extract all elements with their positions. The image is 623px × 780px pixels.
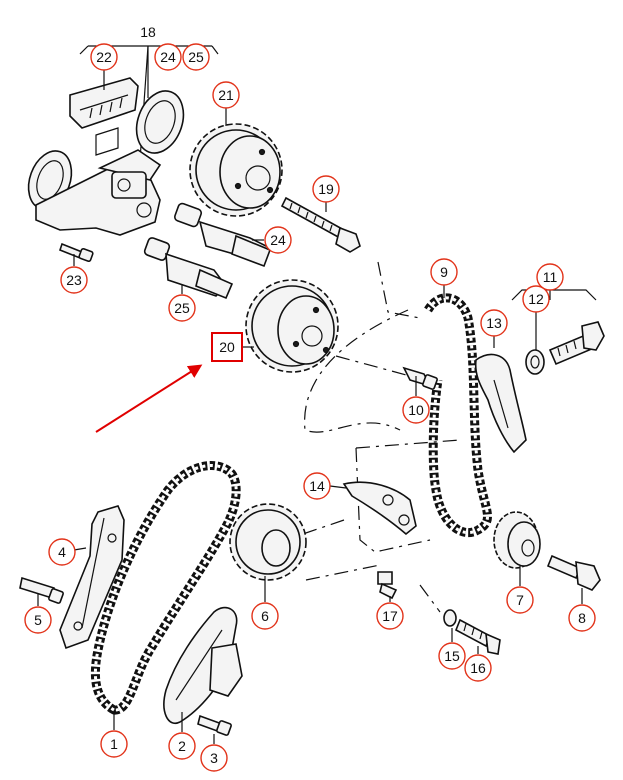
callout-22-label: 22 [96,49,112,65]
pin-5 [19,576,64,604]
highlight-arrow [95,364,203,433]
bolt-8 [546,554,601,591]
callout-3-label: 3 [210,750,218,766]
bolt-3 [197,714,232,736]
callout-7[interactable]: 7 [506,586,534,614]
chain-guide-rail-14 [342,481,417,536]
callout-23[interactable]: 23 [60,266,88,294]
callout-15-label: 15 [444,648,460,664]
callout-15[interactable]: 15 [438,642,466,670]
bolt-16 [443,609,501,655]
callout-25-top[interactable]: 25 [182,43,210,71]
callout-1-label: 1 [110,736,118,752]
callout-24-mid[interactable]: 24 [264,226,292,254]
callout-3[interactable]: 3 [200,744,228,772]
callout-2[interactable]: 2 [168,732,196,760]
callout-18[interactable]: 18 [140,24,156,40]
callout-17[interactable]: 17 [376,602,404,630]
pin-17 [377,571,398,600]
sprocket-bolt-19 [280,196,361,253]
callout-14-label: 14 [309,478,325,494]
callout-8-label: 8 [578,610,586,626]
callout-7-label: 7 [516,592,524,608]
tensioner-bolt-11 [511,279,605,375]
callout-12-label: 12 [528,291,544,307]
callout-21-label: 21 [218,87,234,103]
solenoid-valve-lower [143,237,234,300]
callout-21[interactable]: 21 [212,81,240,109]
callout-4[interactable]: 4 [48,538,76,566]
intermediate-sprocket-7 [493,511,541,569]
callout-5[interactable]: 5 [24,606,52,634]
callout-14[interactable]: 14 [303,472,331,500]
callout-18-label: 18 [140,24,156,40]
camshaft-sprocket-lower [245,279,339,373]
callout-13-label: 13 [486,315,502,331]
callout-6-label: 6 [261,608,269,624]
callout-13[interactable]: 13 [480,309,508,337]
callout-11[interactable]: 11 [536,263,564,291]
dashed-outline-cover [299,261,461,613]
callout-25-mid-label: 25 [174,300,190,316]
callout-23-label: 23 [66,272,82,288]
chain-tensioner-rail [474,353,527,454]
callout-25-top-label: 25 [188,49,204,65]
highlight-box [211,332,243,362]
callout-24-top[interactable]: 24 [154,43,182,71]
callout-16-label: 16 [470,660,486,676]
callout-24-top-label: 24 [160,49,176,65]
crankshaft-sprocket-6 [229,503,307,581]
highlight-annotation [95,332,243,433]
callout-5-label: 5 [34,612,42,628]
callout-9-label: 9 [440,264,448,280]
chain-guide-4 [59,505,125,650]
callout-25-mid[interactable]: 25 [168,294,196,322]
camshaft-adjuster-housing [27,45,212,236]
callout-12[interactable]: 12 [522,285,550,313]
upper-timing-chain [424,293,492,537]
camshaft-sprocket-upper [189,123,283,217]
bolt-23 [59,242,94,262]
callout-1[interactable]: 1 [100,730,128,758]
callout-10[interactable]: 10 [402,396,430,424]
callout-4-label: 4 [58,544,66,560]
callout-8[interactable]: 8 [568,604,596,632]
callout-17-label: 17 [382,608,398,624]
guide-pin-10 [402,366,438,390]
callout-6[interactable]: 6 [251,602,279,630]
callout-11-label: 11 [543,269,558,285]
callout-22[interactable]: 22 [90,43,118,71]
tensioner-rail-2 [163,606,243,725]
callout-24-mid-label: 24 [270,232,286,248]
callout-9[interactable]: 9 [430,258,458,286]
callout-20[interactable]: 20 [219,339,235,355]
callout-10-label: 10 [408,402,424,418]
solenoid-valve-upper [173,202,272,268]
callout-19-label: 19 [318,181,334,197]
callout-19[interactable]: 19 [312,175,340,203]
callout-20-label: 20 [219,339,235,355]
callout-2-label: 2 [178,738,186,754]
callout-16[interactable]: 16 [464,654,492,682]
